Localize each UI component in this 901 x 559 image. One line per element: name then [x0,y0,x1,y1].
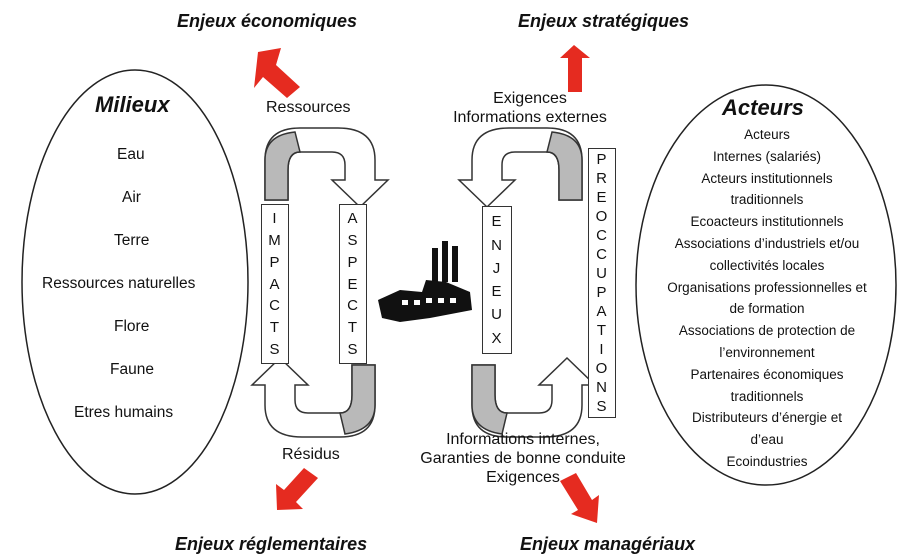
acteurs-item: Acteurs [744,127,790,142]
acteurs-ellipse [635,84,897,486]
preoccupations-letter: C [596,246,608,263]
enjeux-letter: J [492,259,502,277]
acteurs-item: Organisations professionnelles et [667,279,867,295]
arrow-enjeux-economiques [254,48,300,98]
preoccupations-letter: P [596,284,608,301]
acteurs-item: Ecoacteurs institutionnels [690,214,844,230]
acteurs-item: de formation [729,301,805,317]
enjeux-box: E N J E U X [482,206,512,354]
aspects-letter: T [347,319,359,337]
informations-externes-line: Informations externes [453,109,607,126]
acteurs-item: Distributeurs d’énergie et [691,410,843,426]
enjeux-economiques-label: Enjeux économiques [177,11,358,31]
milieux-item: Etres humains [74,404,174,421]
preoccupations-letter: P [596,151,608,168]
preoccupations-letter: S [596,398,608,415]
milieux-item: Ressources naturelles [42,275,196,292]
acteurs-item: traditionnels [730,388,804,404]
preoccupations-letter: I [599,341,605,358]
left-cycle-arrows [250,127,390,438]
ressources-label: Ressources [266,99,351,116]
preoccupations-letter: T [596,322,608,339]
right-cycle-arrows [457,127,597,438]
informations-internes-label: Informations internes, Garanties de bonn… [388,430,658,487]
enjeux-letter: X [491,329,503,347]
enjeux-letter: U [491,306,503,324]
preoccupations-box: P R E O C C U P A T I O N S [588,148,616,418]
milieux-item: Air [122,189,141,206]
enjeux-letter: E [491,283,503,301]
informations-internes-line: Informations internes, [446,431,600,448]
enjeux-reglementaires-label: Enjeux réglementaires [175,534,368,554]
exigences-line: Exigences [486,469,560,486]
preoccupations-letter: E [596,189,608,206]
preoccupations-letter: N [596,379,608,396]
milieux-title: Milieux [95,92,170,117]
aspects-letter: A [347,209,359,227]
arrow-enjeux-reglementaires [276,468,318,510]
preoccupations-letter: R [596,170,608,187]
milieux-item: Eau [117,146,145,163]
acteurs-item: collectivités locales [709,257,825,273]
preoccupations-letter: C [596,227,608,244]
acteurs-item: Associations d’industriels et/ou [674,235,860,251]
aspects-letter: P [347,253,359,271]
impacts-letter: I [272,209,278,227]
acteurs-title: Acteurs [722,95,804,120]
factory-icon [378,241,472,322]
acteurs-item: Partenaires économiques [690,366,844,382]
acteurs-item: Internes (salariés) [712,148,822,164]
arrow-enjeux-manageriaux [560,473,599,523]
milieux-item: Faune [110,361,154,378]
aspects-letter: S [347,341,359,359]
garanties-line: Garanties de bonne conduite [420,450,626,467]
aspects-letter: S [347,231,359,249]
impacts-letter: P [269,253,281,271]
aspects-letter: C [347,297,359,315]
acteurs-list: Acteurs Internes (salariés) Acteurs inst… [636,124,898,473]
aspects-letter: E [347,275,359,293]
impacts-letter: S [269,341,281,359]
enjeux-strategiques-label: Enjeux stratégiques [518,11,690,31]
impacts-letter: M [268,231,282,249]
milieux-item: Terre [114,232,150,249]
acteurs-item: Associations de protection de [678,323,856,339]
enjeux-manageriaux-label: Enjeux managériaux [520,534,696,554]
arrow-enjeux-strategiques [560,45,590,92]
preoccupations-letter: U [596,265,608,282]
aspects-box: A S P E C T S [339,204,367,364]
acteurs-item: Ecoindustries [726,453,808,469]
acteurs-item: traditionnels [730,192,804,208]
residus-label: Résidus [282,446,340,463]
acteurs-item: Acteurs institutionnels [701,170,833,186]
enjeux-letter: E [491,213,503,231]
exigences-externes-label: Exigences Informations externes [430,89,630,127]
impacts-box: I M P A C T S [261,204,289,364]
milieux-item: Flore [114,318,150,335]
preoccupations-letter: O [595,208,609,225]
enjeux-letter: N [491,236,503,254]
impacts-letter: C [269,297,281,315]
preoccupations-letter: A [596,303,608,320]
acteurs-item: d’eau [750,432,784,448]
impacts-letter: T [269,319,281,337]
impacts-letter: A [269,275,281,293]
acteurs-item: l’environnement [719,344,815,360]
milieux-ellipse [21,69,249,495]
preoccupations-letter: O [595,360,609,377]
exigences-line: Exigences [493,90,567,107]
